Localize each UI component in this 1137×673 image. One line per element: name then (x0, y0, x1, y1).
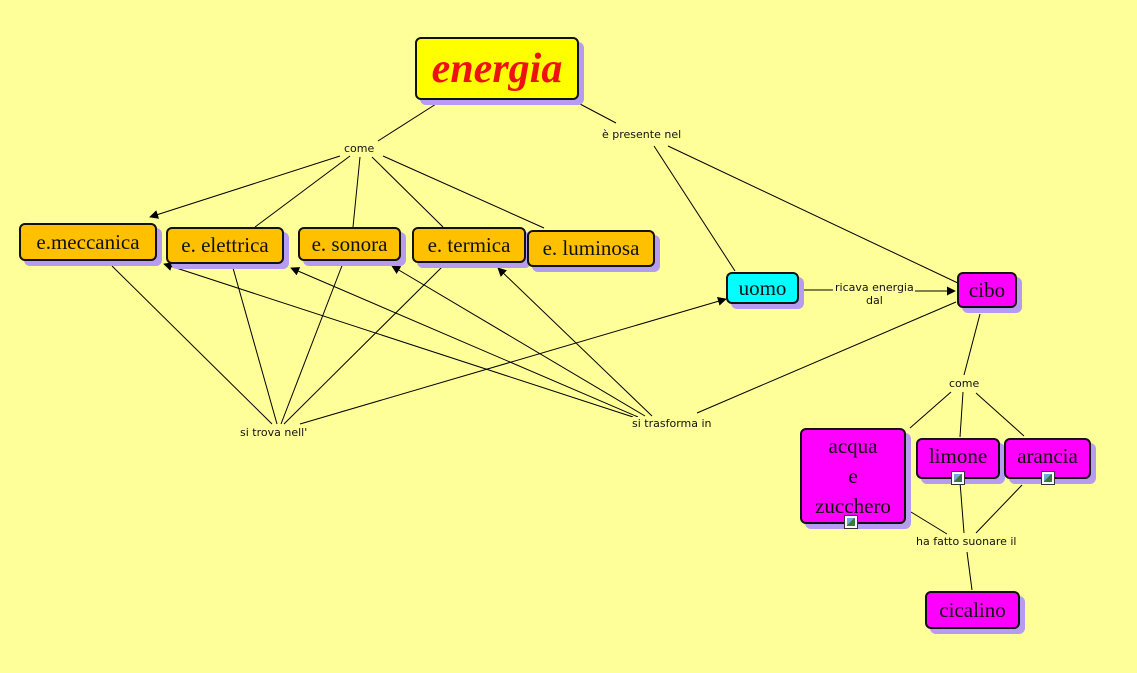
concept-cibo[interactable]: cibo (957, 272, 1017, 308)
concept-termica-label: e. termica (427, 232, 511, 257)
link-si-trasforma[interactable]: si trasforma in (632, 417, 712, 430)
link-ricava-line-1: ricava energia (835, 281, 914, 294)
link-si-trova-label: si trova nell' (240, 426, 308, 439)
link-suonare-label: ha fatto suonare il (916, 535, 1017, 548)
link-si-trasforma-label: si trasforma in (632, 417, 712, 430)
concept-uomo[interactable]: uomo (726, 272, 799, 304)
concept-cibo-label: cibo (968, 277, 1006, 302)
concept-elettrica[interactable]: e. elettrica (166, 227, 284, 264)
concept-limone-label: limone (928, 444, 988, 468)
concept-meccanica[interactable]: e.meccanica (19, 223, 157, 261)
image-icon[interactable] (844, 515, 858, 529)
link-presente-nel[interactable]: è presente nel (602, 128, 682, 141)
concept-termica[interactable]: e. termica (412, 227, 526, 263)
concept-sonora-label: e. sonora (311, 231, 388, 256)
link-si-trova[interactable]: si trova nell' (240, 426, 308, 439)
image-icon[interactable] (1041, 471, 1055, 485)
concept-arancia-label: arancia (1017, 444, 1078, 468)
concept-acqua-zucchero[interactable]: acqua e zucchero (800, 428, 906, 524)
link-come-top[interactable]: come (344, 142, 375, 155)
concept-acqua-line-2: e (848, 464, 858, 488)
link-come-top-label: come (344, 142, 375, 155)
concept-energia-label: energia (431, 45, 563, 92)
link-come-cibo-label: come (949, 377, 980, 390)
link-ricava-energia[interactable]: ricava energia dal (835, 281, 914, 307)
concept-energia[interactable]: energia (415, 37, 579, 100)
concept-acqua-line-3: zucchero (815, 494, 891, 518)
concept-uomo-label: uomo (738, 275, 787, 300)
concept-luminosa[interactable]: e. luminosa (527, 230, 655, 267)
concept-sonora[interactable]: e. sonora (298, 227, 401, 261)
link-come-cibo[interactable]: come (949, 377, 980, 390)
concept-acqua-line-1: acqua (828, 434, 878, 458)
link-ricava-line-2: dal (865, 294, 883, 307)
concept-arancia[interactable]: arancia (1004, 438, 1091, 479)
concept-meccanica-label: e.meccanica (36, 229, 140, 254)
concept-cicalino[interactable]: cicalino (925, 591, 1020, 629)
link-presente-label: è presente nel (602, 128, 682, 141)
concept-cicalino-label: cicalino (939, 597, 1006, 622)
image-icon[interactable] (951, 471, 965, 485)
concept-elettrica-label: e. elettrica (181, 233, 269, 257)
concept-luminosa-label: e. luminosa (542, 236, 640, 260)
link-ha-fatto-suonare[interactable]: ha fatto suonare il (916, 535, 1017, 548)
